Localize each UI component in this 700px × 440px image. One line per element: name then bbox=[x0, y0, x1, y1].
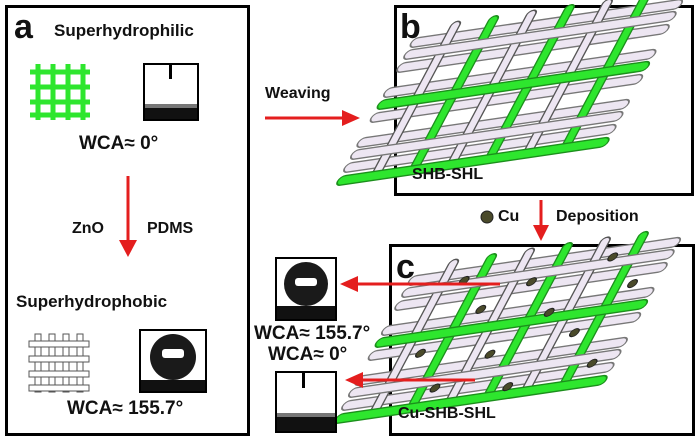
outside-flat-icon bbox=[275, 371, 337, 433]
green-mesh-icon bbox=[30, 64, 90, 120]
outside-wca-low-label: WCA≈ 0° bbox=[268, 344, 348, 365]
contact-angle-zero-icon bbox=[143, 63, 199, 121]
cu-particles bbox=[415, 252, 638, 393]
wca-zero-label: WCA≈ 0° bbox=[79, 133, 159, 154]
treatment-arrow bbox=[119, 176, 137, 257]
outside-wca-high-label: WCA≈ 155.7° bbox=[254, 323, 371, 344]
pdms-label: PDMS bbox=[147, 220, 194, 237]
white-mesh-icon bbox=[28, 333, 90, 393]
cu-label: Cu bbox=[498, 208, 520, 225]
outside-droplet-icon bbox=[275, 257, 337, 321]
weaving-label: Weaving bbox=[265, 85, 331, 102]
zno-label: ZnO bbox=[72, 220, 104, 237]
deposition-label: Deposition bbox=[556, 208, 639, 225]
cu-particle-icon bbox=[480, 210, 494, 224]
shb-shl-label: SHB-SHL bbox=[412, 166, 484, 183]
superhydrophobic-title: Superhydrophobic bbox=[16, 292, 168, 311]
panel-b-letter: b bbox=[400, 8, 421, 46]
panel-a-letter: a bbox=[14, 8, 33, 46]
cu-shb-shl-label: Cu-SHB-SHL bbox=[398, 405, 496, 422]
wca-high-label: WCA≈ 155.7° bbox=[67, 398, 184, 419]
superhydrophilic-title: Superhydrophilic bbox=[54, 21, 194, 40]
panel-c-letter: c bbox=[396, 248, 415, 286]
contact-angle-high-icon bbox=[139, 329, 207, 393]
